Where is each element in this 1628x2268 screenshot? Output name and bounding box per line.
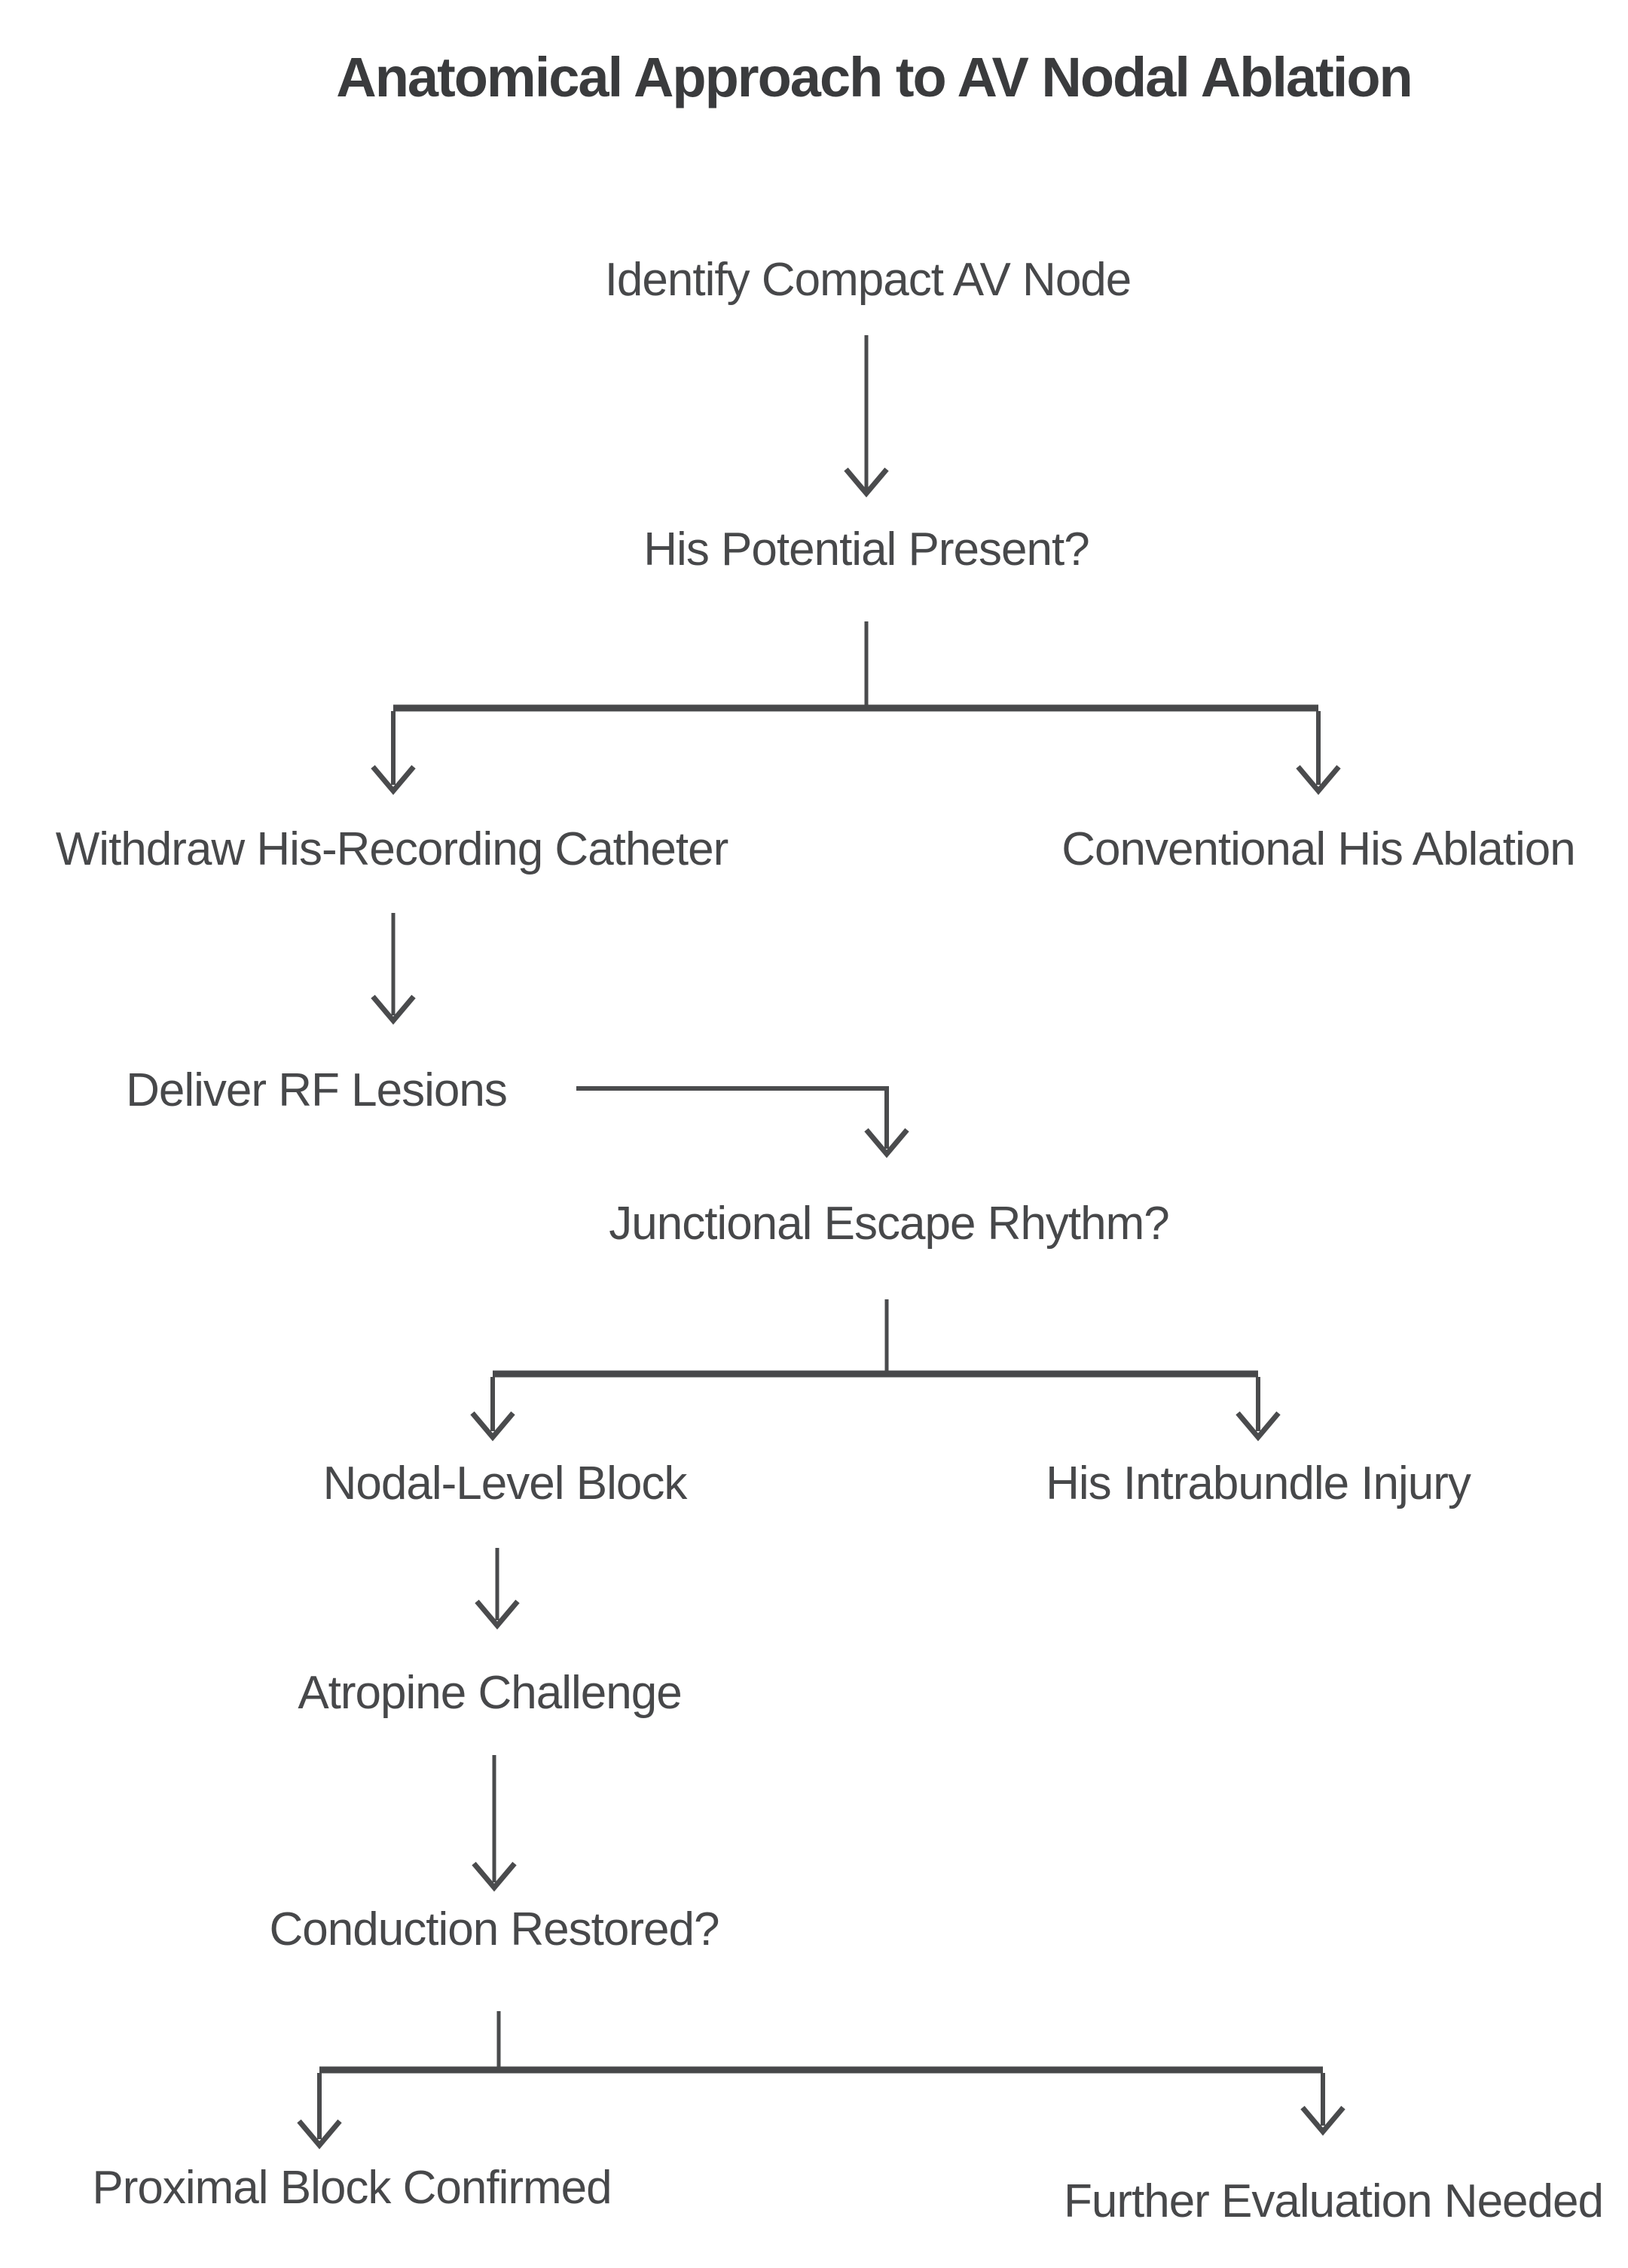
node-deliver-rf-lesions: Deliver RF Lesions xyxy=(126,1064,507,1116)
branch-junctional xyxy=(470,1299,1281,1442)
page-title: Anatomical Approach to AV Nodal Ablation xyxy=(336,46,1411,108)
node-nodal-level-block: Nodal-Level Block xyxy=(323,1458,689,1509)
arrow-atropine-to-conduction xyxy=(472,1755,517,1892)
arrow-deliver-to-junctional xyxy=(576,1086,909,1158)
node-his-intrabundle-injury: His Intrabundle Injury xyxy=(1046,1458,1471,1509)
arrow-identify-to-his-potential xyxy=(844,335,889,498)
node-withdraw-his-recording-catheter: Withdraw His-Recording Catheter xyxy=(56,823,728,875)
node-proximal-block-confirmed: Proximal Block Confirmed xyxy=(92,2162,611,2214)
node-his-potential-present: His Potential Present? xyxy=(643,524,1089,575)
node-identify-compact-av-node: Identify Compact AV Node xyxy=(605,254,1132,306)
node-junctional-escape-rhythm: Junctional Escape Rhythm? xyxy=(609,1198,1169,1250)
node-further-evaluation-needed: Further Evaluation Needed xyxy=(1064,2175,1603,2227)
branch-conduction xyxy=(297,2011,1345,2150)
node-atropine-challenge: Atropine Challenge xyxy=(298,1667,681,1719)
node-conduction-restored: Conduction Restored? xyxy=(270,1903,719,1955)
arrow-withdraw-to-deliver xyxy=(371,913,416,1025)
node-conventional-his-ablation: Conventional His Ablation xyxy=(1061,823,1575,875)
arrow-nodal-block-to-atropine xyxy=(475,1548,520,1630)
branch-his-potential xyxy=(371,621,1341,795)
